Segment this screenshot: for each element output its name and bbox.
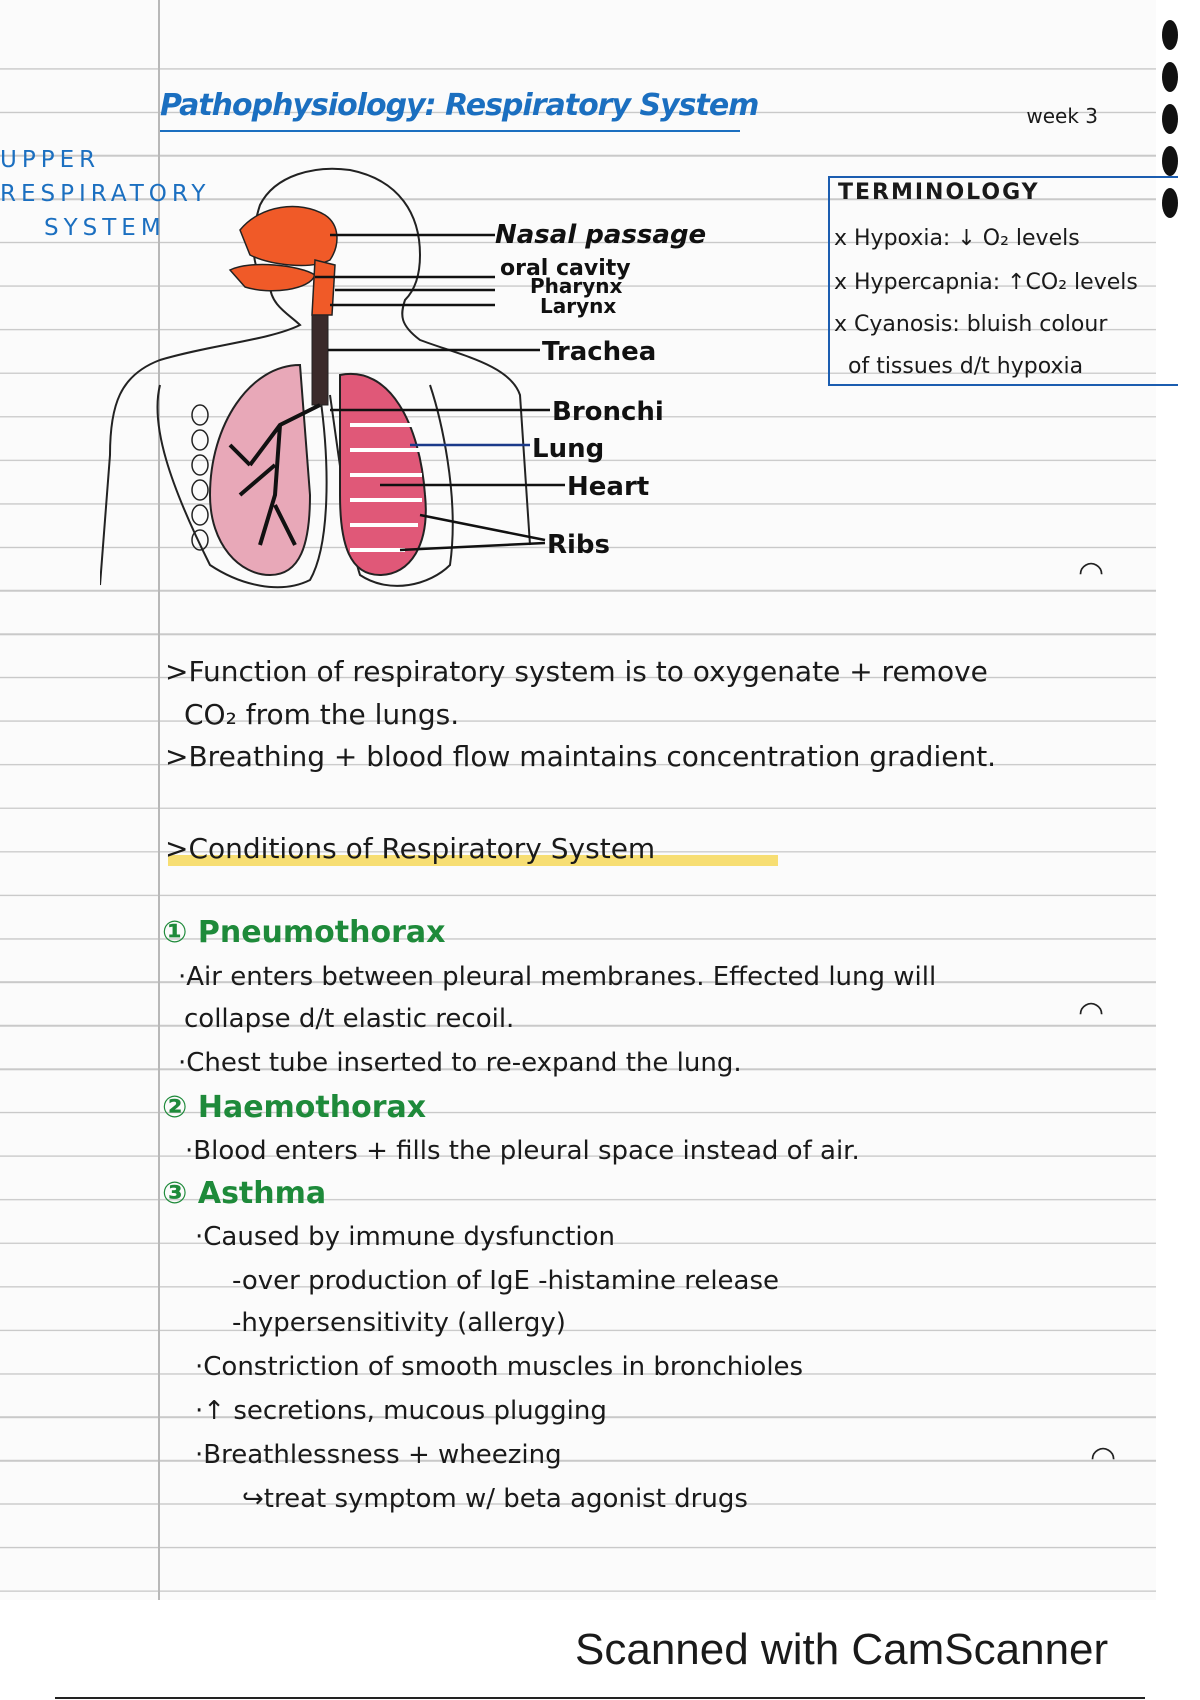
term-cyanosis: x Cyanosis: bluish colour [834, 312, 1108, 337]
condition-title-asthma: ③ Asthma [162, 1176, 327, 1211]
margin-line [158, 0, 160, 1600]
condition-line: ·Air enters between pleural membranes. E… [178, 962, 937, 992]
label-larynx: Larynx [540, 294, 616, 318]
oral-cavity-shape [228, 263, 316, 292]
condition-line: ·Breathlessness + wheezing [195, 1440, 562, 1470]
binder-holes [1162, 20, 1178, 230]
condition-line: ·↑ secretions, mucous plugging [195, 1396, 607, 1426]
label-nasal-passage: Nasal passage [495, 220, 706, 250]
condition-line: -over production of IgE -histamine relea… [232, 1266, 780, 1296]
label-heart: Heart [567, 472, 649, 502]
label-trachea: Trachea [542, 337, 656, 367]
title-underline [160, 130, 740, 132]
week-label: week 3 [1026, 104, 1098, 128]
trachea-shape [311, 314, 329, 406]
camscanner-footer: Scanned with CamScanner [575, 1625, 1109, 1674]
paper-loop-icon: ◠ [1078, 995, 1105, 1030]
condition-line: collapse d/t elastic recoil. [184, 1004, 515, 1034]
paper-loop-icon: ◠ [1090, 1440, 1117, 1475]
condition-line: ·Chest tube inserted to re-expand the lu… [178, 1048, 742, 1078]
highlight-mark [168, 855, 778, 866]
side-label-line-3: SYSTEM [44, 215, 166, 241]
label-lung: Lung [532, 434, 604, 464]
terminology-heading: TERMINOLOGY [838, 180, 1040, 205]
condition-line: ·Caused by immune dysfunction [195, 1222, 616, 1252]
condition-line: ·Blood enters + fills the pleural space … [185, 1136, 860, 1166]
note-function-cont: CO₂ from the lungs. [184, 698, 460, 731]
leader-lines [315, 233, 565, 552]
term-cyanosis-cont: of tissues d/t hypoxia [848, 354, 1084, 379]
condition-line: -hypersensitivity (allergy) [232, 1308, 566, 1338]
bronchial-tree [228, 403, 321, 546]
nasal-passage-shape [239, 205, 338, 267]
page-title: Pathophysiology: Respiratory System [160, 88, 759, 123]
body-outline [100, 167, 531, 589]
side-label-line-2: RESPIRATORY [0, 181, 211, 207]
pharynx-shape [311, 259, 336, 316]
footer-rule [55, 1697, 1145, 1699]
condition-title-haemothorax: ② Haemothorax [162, 1090, 427, 1125]
condition-title-pneumothorax: ① Pneumothorax [162, 915, 446, 950]
rib-lines [350, 423, 422, 552]
spine-rings [191, 404, 209, 551]
label-pharynx: Pharynx [530, 274, 623, 298]
notebook-page: Pathophysiology: Respiratory System week… [0, 0, 1178, 1600]
terminology-box [828, 176, 1178, 386]
condition-line: ·Constriction of smooth muscles in bronc… [195, 1352, 804, 1382]
note-function: >Function of respiratory system is to ox… [165, 655, 988, 688]
condition-line: ↪treat symptom w/ beta agonist drugs [242, 1484, 748, 1514]
note-breathing: >Breathing + blood flow maintains concen… [165, 740, 997, 773]
respiratory-diagram: Nasal passage oral cavity Pharynx Larynx… [100, 167, 706, 589]
label-bronchi: Bronchi [552, 397, 664, 427]
paper-loop-icon: ◠ [1078, 555, 1105, 590]
conditions-heading: >Conditions of Respiratory System [165, 832, 656, 865]
label-ribs: Ribs [547, 530, 610, 560]
term-hypoxia: x Hypoxia: ↓ O₂ levels [834, 226, 1080, 251]
side-label-line-1: UPPER [0, 147, 101, 173]
side-label: UPPER RESPIRATORY SYSTEM [0, 143, 210, 245]
binder-edge [1156, 0, 1178, 1600]
term-hypercapnia: x Hypercapnia: ↑CO₂ levels [834, 270, 1138, 295]
label-oral-cavity: oral cavity [500, 256, 631, 281]
